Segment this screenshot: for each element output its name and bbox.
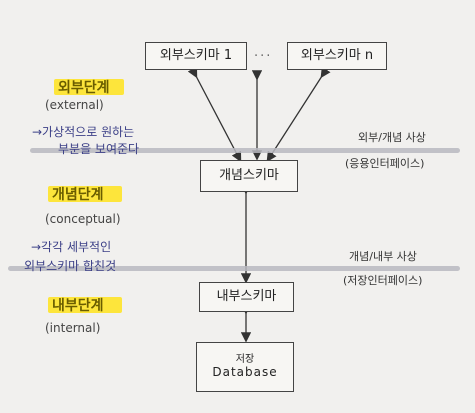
external-schema-1-box: 외부스키마 1 — [145, 42, 247, 70]
conceptual-schema-label: 개념스키마 — [219, 167, 279, 183]
storage-db-line-2: Database — [212, 364, 278, 379]
external-conceptual-boundary — [30, 148, 460, 153]
conceptual-desc-line-1: →각각 세부적인 — [31, 240, 112, 254]
conceptual-schema-box: 개념스키마 — [200, 160, 298, 192]
internal-schema-box: 내부스키마 — [199, 282, 294, 312]
conceptual-internal-mapping: 개념/내부 사상 — [349, 250, 417, 263]
external-level-title: 외부단계 — [58, 80, 110, 96]
conceptual-desc-line-2: 외부스키마 합친것 — [24, 259, 117, 273]
storage-db-line-1: 저장 — [235, 354, 255, 366]
external-level-en: (external) — [45, 98, 104, 112]
external-conceptual-mapping: 외부/개념 사상 — [358, 131, 426, 144]
external-1-to-conceptual-arrow — [187, 66, 242, 163]
conceptual-highlight — [48, 186, 122, 202]
external-schema-1-label: 외부스키마 1 — [159, 47, 233, 63]
conceptual-internal-interface: (저장인터페이스) — [343, 274, 423, 287]
external-schema-n-label: 외부스키마 n — [300, 47, 374, 63]
internal-schema-label: 내부스키마 — [216, 288, 277, 304]
internal-highlight — [48, 297, 122, 313]
external-highlight — [54, 79, 124, 95]
external-schema-n-box: 외부스키마 n — [287, 42, 387, 70]
conceptual-level-en: (conceptual) — [45, 212, 121, 226]
external-desc-line-1: →가상적으로 원하는 — [32, 125, 135, 139]
external-desc-line-2: 부분을 보여준다 — [58, 142, 140, 156]
storage-database-box: 저장 Database — [196, 342, 294, 392]
internal-level-title: 내부단계 — [52, 298, 104, 314]
external-n-to-conceptual-arrow — [266, 66, 331, 163]
conceptual-internal-boundary — [8, 266, 460, 271]
ellipsis: ··· — [254, 49, 273, 64]
internal-level-en: (internal) — [45, 321, 101, 335]
external-conceptual-interface: (응용인터페이스) — [345, 157, 425, 170]
conceptual-level-title: 개념단계 — [52, 187, 104, 203]
